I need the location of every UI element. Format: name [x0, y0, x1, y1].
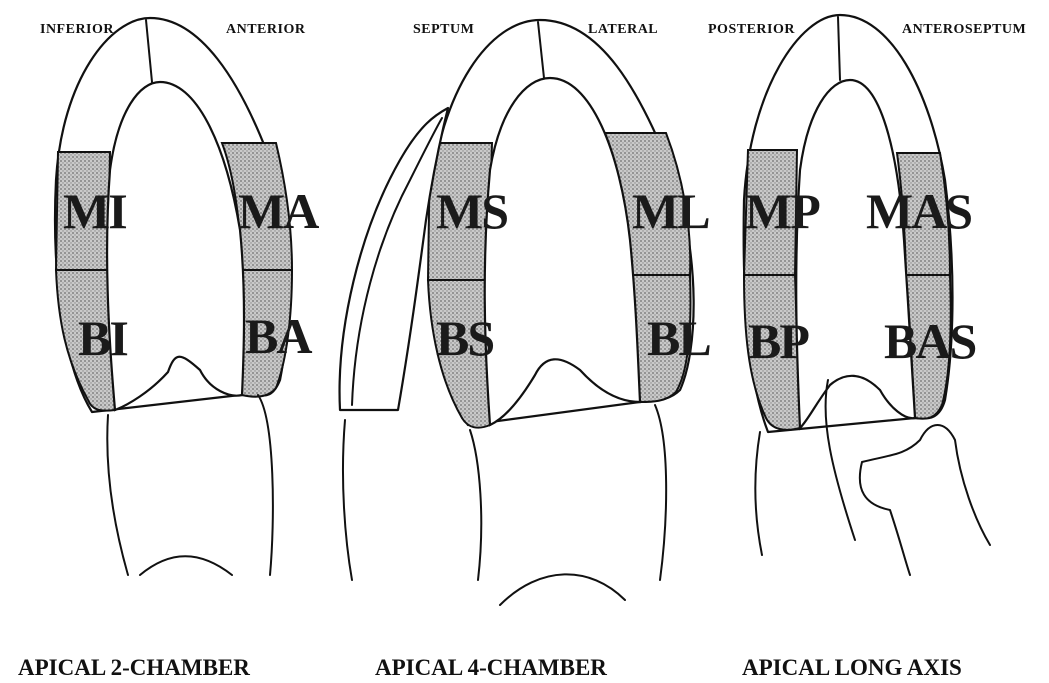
- segment-label-basal-lateral: BL: [647, 310, 710, 366]
- wall-label-posterior: POSTERIOR: [708, 22, 795, 37]
- segment-label-basal-anterior: BA: [245, 308, 312, 364]
- view-title-apical-long-axis: APICAL LONG AXIS: [742, 655, 962, 680]
- view-apical-long-axis: [744, 15, 990, 575]
- wall-label-anteroseptum: ANTEROSEPTUM: [902, 22, 1026, 37]
- segment-label-basal-posterior: BP: [748, 313, 809, 369]
- wall-label-septum: SEPTUM: [413, 22, 474, 37]
- segment-label-mid-anterior: MA: [238, 183, 319, 239]
- segment-label-mid-posterior: MP: [745, 183, 820, 239]
- atrium-outline: [343, 405, 666, 605]
- view-title-apical-2-chamber: APICAL 2-CHAMBER: [18, 655, 250, 680]
- atrium-outline: [107, 395, 273, 575]
- segment-label-basal-anteroseptum: BAS: [884, 313, 975, 369]
- segment-label-basal-inferior: BI: [78, 310, 127, 366]
- segment-label-mid-septum: MS: [436, 183, 507, 239]
- segment-label-basal-septum: BS: [436, 310, 493, 366]
- segment-label-mid-inferior: MI: [63, 183, 126, 239]
- view-title-apical-4-chamber: APICAL 4-CHAMBER: [375, 655, 607, 680]
- wall-label-lateral: LATERAL: [588, 22, 658, 37]
- segment-label-mid-lateral: ML: [632, 183, 709, 239]
- segment-label-mid-anteroseptum: MAS: [866, 183, 971, 239]
- view-apical-2-chamber: [55, 18, 292, 575]
- wall-label-inferior: INFERIOR: [40, 22, 114, 37]
- view-apical-4-chamber: [340, 20, 694, 605]
- wall-label-anterior: ANTERIOR: [226, 22, 306, 37]
